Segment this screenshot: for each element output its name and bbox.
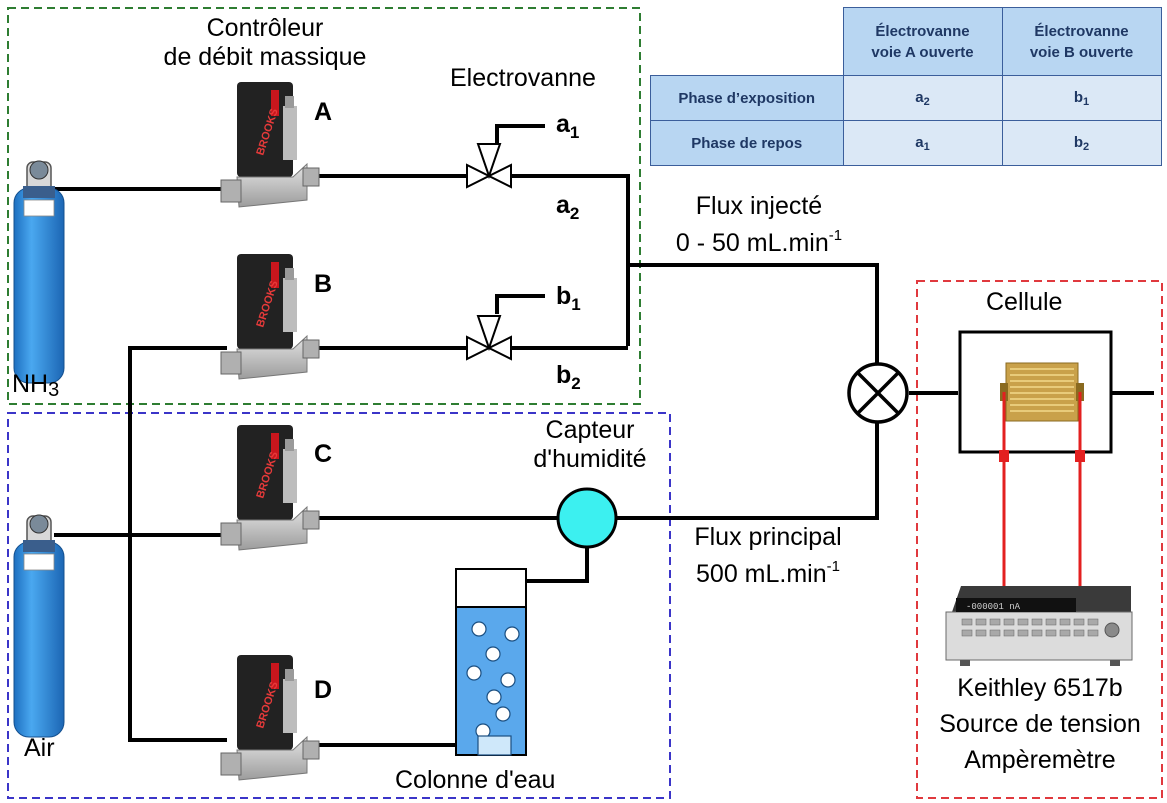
port-letter: a [556, 110, 570, 138]
nh3-cylinder [14, 161, 64, 383]
table-cell: a1 [843, 121, 1002, 166]
outlet-b1-label: b1 [556, 282, 581, 319]
unit-exponent: -1 [829, 227, 842, 244]
mfc-a [221, 82, 319, 207]
unit-exponent: -1 [827, 558, 840, 575]
sensor-chip [1000, 363, 1084, 421]
cell-subscript: 1 [1083, 96, 1089, 108]
table-row-exposure: Phase d’exposition a2 b1 [651, 76, 1162, 121]
port-letter: a [556, 191, 570, 219]
port-letter: b [556, 282, 571, 310]
cell-letter: b [1074, 134, 1083, 151]
nh3-label: NH3 [12, 370, 59, 405]
outlet-b2-label: b2 [556, 361, 581, 398]
mfc-a-label: A [314, 98, 332, 127]
mfc-d-label: D [314, 676, 332, 705]
meter-display-text: -000001 nA [966, 602, 1021, 612]
port-subscript: 1 [571, 295, 580, 314]
controller-label-line1: Contrôleur [207, 14, 324, 42]
port-subscript: 1 [570, 123, 579, 142]
port-subscript: 2 [570, 204, 579, 223]
controller-label-line2: de débit massique [164, 43, 367, 71]
humidity-sensor-label: Capteur d'humidité [500, 416, 680, 474]
table-header-text: Électrovanne [1034, 23, 1128, 40]
humidity-label-line2: d'humidité [533, 445, 646, 473]
table-cell: a2 [843, 76, 1002, 121]
cell-subscript: 1 [924, 141, 930, 153]
humidity-sensor [558, 489, 616, 547]
electrovalve-a [467, 144, 511, 187]
port-subscript: 2 [571, 374, 580, 393]
humidity-label-line1: Capteur [546, 416, 635, 444]
mfc-b [221, 254, 319, 379]
main-flow-label: Flux principal 500 mL.min-1 [648, 523, 888, 589]
cell-label: Cellule [986, 288, 1062, 317]
keithley-label-line1: Keithley 6517b [957, 674, 1122, 702]
water-column-label: Colonne d'eau [395, 766, 555, 795]
wire-connector [1075, 450, 1085, 462]
main-flow-title: Flux principal [694, 523, 841, 551]
table-cell: b2 [1002, 121, 1161, 166]
mfc-c-label: C [314, 440, 332, 469]
valve-phase-table: Électrovanne voie A ouverte Électrovanne… [650, 7, 1162, 166]
keithley-instrument: -000001 nA [946, 586, 1132, 666]
nh3-subscript: 3 [48, 379, 59, 401]
injected-flow-title: Flux injecté [696, 192, 822, 220]
keithley-label: Keithley 6517b Source de tension Ampèrem… [918, 670, 1162, 778]
injected-flow-value: 0 - 50 mL.min [676, 229, 829, 257]
table-header-valve-b: Électrovanne voie B ouverte [1002, 8, 1161, 76]
wire-connector [999, 450, 1009, 462]
table-header-text: Électrovanne [875, 23, 969, 40]
mfc-b-label: B [314, 270, 332, 299]
row-label: Phase de repos [651, 121, 844, 166]
nh3-text: NH [12, 370, 48, 398]
cell-subscript: 2 [924, 96, 930, 108]
keithley-label-line2: Source de tension [939, 710, 1141, 738]
keithley-label-line3: Ampèremètre [964, 746, 1115, 774]
controller-label: Contrôleur de débit massique [128, 14, 402, 72]
air-cylinder [14, 515, 64, 737]
table-row-rest: Phase de repos a1 b2 [651, 121, 1162, 166]
cell-letter: a [915, 89, 923, 106]
table-corner-cell [651, 8, 844, 76]
water-column [456, 569, 526, 755]
table-cell: b1 [1002, 76, 1161, 121]
electrovalve-b [467, 316, 511, 359]
cell-letter: a [915, 134, 923, 151]
electrovalve-label: Electrovanne [450, 64, 596, 93]
row-label: Phase d’exposition [651, 76, 844, 121]
cell-subscript: 2 [1083, 141, 1089, 153]
port-letter: b [556, 361, 571, 389]
table-header-valve-a: Électrovanne voie A ouverte [843, 8, 1002, 76]
outlet-a2-label: a2 [556, 191, 579, 228]
outlet-a1-label: a1 [556, 110, 579, 147]
air-label: Air [24, 734, 55, 763]
injected-flow-label: Flux injecté 0 - 50 mL.min-1 [636, 192, 882, 258]
mfc-d [221, 655, 319, 780]
main-flow-value: 500 mL.min [696, 560, 827, 588]
mixing-junction [849, 364, 907, 422]
cell-letter: b [1074, 89, 1083, 106]
mfc-c [221, 425, 319, 550]
table-header-text: voie B ouverte [1030, 44, 1133, 61]
table-header-text: voie A ouverte [871, 44, 973, 61]
